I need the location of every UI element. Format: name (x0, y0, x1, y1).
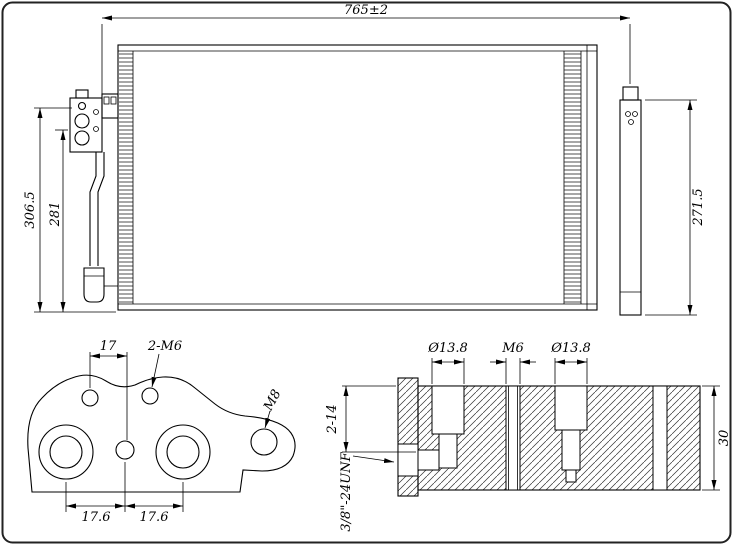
dim-block-height: 30 (717, 430, 732, 447)
dim-pitch-right: 17.6 (140, 510, 169, 525)
dim-overall-width-lines (101, 15, 631, 96)
dim-overall-width: 765±2 (344, 3, 388, 18)
m6-hole-left (81, 389, 99, 407)
left-port-hole-inner (49, 435, 83, 469)
bore-m6 (505, 385, 521, 491)
dim-bore-left: Ø13.8 (427, 341, 468, 356)
dim-height-outer: 306.5 (23, 191, 38, 228)
dim-height-right-lines (645, 99, 697, 316)
right-mounting-bracket (619, 86, 642, 316)
dim-pitch-left: 17.6 (82, 510, 111, 525)
left-port-hole-outer (38, 424, 94, 480)
right-port-hole-inner (166, 435, 200, 469)
dim-height-inner-lines (55, 129, 68, 312)
right-fin-band (564, 52, 581, 304)
bore-far-right (652, 385, 668, 491)
label-m6-thread: M6 (501, 341, 524, 356)
bore-right (554, 385, 588, 483)
dim-m6-lines (490, 358, 536, 384)
dim-counterbore: 2-14 (325, 404, 340, 434)
condenser-core (117, 44, 598, 311)
right-port-hole-outer (155, 424, 211, 480)
dim-height-right: 271.5 (691, 188, 706, 226)
m8-hole (250, 428, 278, 456)
dim-bore-right-lines (554, 358, 588, 384)
receiver-pipe (83, 152, 118, 303)
dim-height-outer-lines (34, 107, 116, 313)
dim-hole-pitch-top-lines (89, 352, 128, 440)
label-thread: 3/8"-24UNF (339, 451, 354, 531)
section-view: Ø13.8 M6 Ø13.8 2-14 3/8"-24UNF 30 (325, 341, 732, 532)
thread-leader-line (352, 455, 395, 464)
m6-hole-right (141, 387, 159, 405)
dim-counterbore-lines (342, 385, 416, 453)
dim-bore-left-lines (431, 358, 465, 384)
dim-block-height-lines (702, 385, 720, 491)
dim-hole-pitch-top: 17 (100, 339, 117, 354)
left-fin-band (119, 52, 133, 304)
dim-pitch-bottom-lines (65, 462, 184, 512)
m8-leader-line (264, 410, 271, 429)
flange-outline (27, 374, 296, 493)
main-condenser-view: 765±2 (23, 3, 706, 316)
dim-bore-right: Ø13.8 (550, 341, 591, 356)
flange-plate-section (397, 377, 419, 497)
center-hole (115, 440, 135, 460)
dim-height-inner: 281 (48, 202, 63, 228)
bore-left (397, 385, 465, 477)
label-m6-holes: 2-M6 (147, 339, 182, 354)
left-bracket-assembly (69, 89, 119, 153)
m6-leader-line (151, 353, 160, 388)
